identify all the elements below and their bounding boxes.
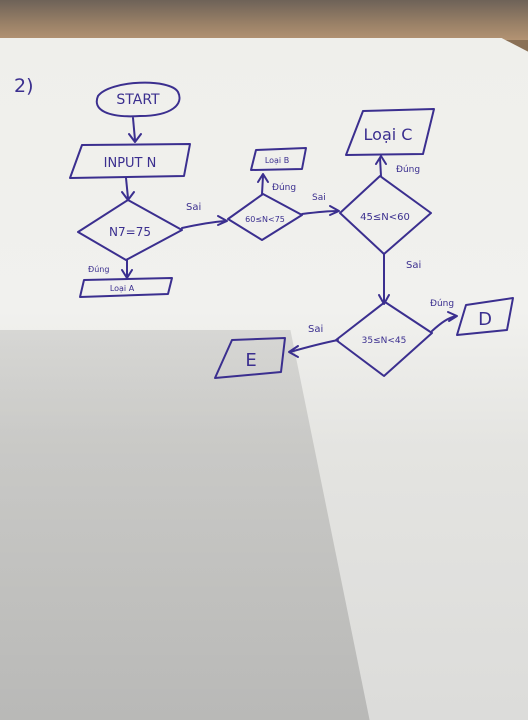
start-label: START xyxy=(116,92,160,108)
edge-c3-false: Sai xyxy=(406,260,421,271)
arrow-cond4-true xyxy=(431,311,458,332)
loai-b-node: Loại B xyxy=(250,147,307,171)
loai-a-node: Loại A xyxy=(79,277,173,298)
decision-4: 35≤N<45 xyxy=(335,301,433,377)
loai-c-node: Loại C xyxy=(345,108,435,156)
decision-2: 60≤N<75 xyxy=(227,193,303,241)
loai-a-label: Loại A xyxy=(110,284,135,294)
arrow-cond2-true xyxy=(257,173,269,195)
edge-c3-true: Đúng xyxy=(396,165,420,175)
input-node: INPUT N xyxy=(69,143,191,179)
edge-c1-false: Sai xyxy=(186,202,201,213)
input-label: INPUT N xyxy=(104,156,157,171)
e-label: E xyxy=(245,350,256,371)
arrow-cond3-true xyxy=(375,155,387,177)
e-node: E xyxy=(214,337,286,379)
decision-1-label: N7=75 xyxy=(109,225,151,239)
arrow-cond1-false xyxy=(181,215,228,229)
edge-c2-false: Sai xyxy=(312,193,326,203)
start-node: START xyxy=(95,81,181,118)
d-node: D xyxy=(456,297,514,336)
arrow-cond3-false xyxy=(378,253,390,305)
decision-1: N7=75 xyxy=(77,199,183,261)
edge-c4-false: Sai xyxy=(308,324,323,335)
arrow-cond1-true xyxy=(121,259,133,279)
decision-3: 45≤N<60 xyxy=(339,175,432,255)
d-label: D xyxy=(478,309,492,330)
edge-c2-true: Đúng xyxy=(272,183,296,193)
arrow-start-input xyxy=(128,117,142,143)
arrow-cond2-false xyxy=(301,205,340,216)
edge-c4-true: Đúng xyxy=(430,299,454,309)
decision-2-label: 60≤N<75 xyxy=(245,215,285,224)
desk-background xyxy=(0,0,528,40)
decision-3-label: 45≤N<60 xyxy=(360,212,410,223)
paper-sheet xyxy=(0,38,528,720)
edge-c1-true: Đúng xyxy=(88,265,109,274)
arrow-input-cond1 xyxy=(121,177,135,201)
decision-4-label: 35≤N<45 xyxy=(362,336,407,346)
question-number: 2) xyxy=(14,75,34,97)
loai-c-label: Loại C xyxy=(364,125,413,144)
arrow-cond4-false xyxy=(288,339,339,358)
loai-b-label: Loại B xyxy=(265,156,289,166)
